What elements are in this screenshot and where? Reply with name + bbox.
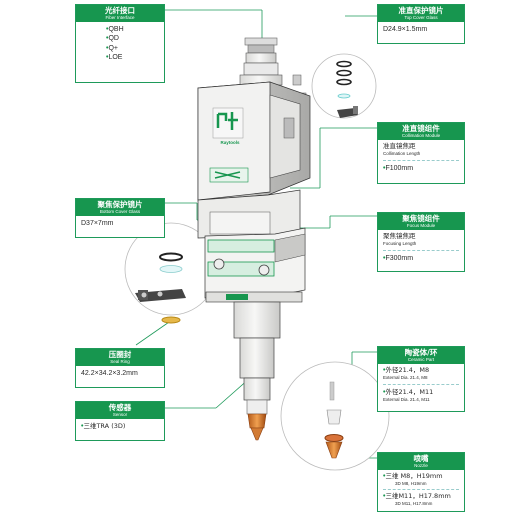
ceramic-part-box: 陶瓷体/环 Ceramic Part •外径21.4，M8 External D… [377, 346, 465, 412]
fiber-interface-subtitle: Fiber Interface [78, 16, 162, 21]
ceramic-part-title: 陶瓷体/环 [380, 349, 462, 357]
focusing-length-label: 聚焦镜焦距 [383, 232, 416, 240]
logo-text: Raytools [210, 140, 250, 145]
sensor-value: 三维TRA (3D) [83, 422, 125, 430]
cutting-head [198, 38, 310, 440]
collimation-length-label-en: Collimation Length [383, 151, 459, 156]
bottom-cover-glass-spec: D37×7mm [76, 216, 164, 231]
top-glass-callout-circle [312, 54, 376, 118]
collimation-module-title: 准直镜组件 [380, 125, 462, 133]
ceramic-part-item: •外径21.4，M11 External Dia. 21.4, M11 [383, 388, 459, 403]
sensor-box: 传感器 Sensor •三维TRA (3D) [75, 401, 165, 441]
bottom-cover-glass-title: 聚焦保护镜片 [78, 201, 162, 209]
nozzle-subtitle: Nozzle [380, 464, 462, 469]
focus-module-box: 聚焦镜组件 Focus Module 聚焦镜焦距 Focusing Length… [377, 212, 465, 272]
focus-module-title: 聚焦镜组件 [380, 215, 462, 223]
collimation-length-value: F100mm [385, 165, 413, 172]
sensor-subtitle: Sensor [78, 413, 162, 418]
bottom-cover-glass-box: 聚焦保护镜片 Bottom Cover Glass D37×7mm [75, 198, 165, 238]
fiber-interface-item: •QBH [106, 25, 159, 34]
collimation-length-label: 准直镜焦距 [383, 142, 416, 150]
fiber-interface-item: •Q+ [106, 44, 159, 53]
fiber-interface-item: •QD [106, 34, 159, 43]
sensor-title: 传感器 [78, 404, 162, 412]
focus-module-subtitle: Focus Module [380, 224, 462, 229]
nozzle-box: 喷嘴 Nozzle •三维 M8，H19mm 3D M8, H19mm •三维M… [377, 452, 465, 512]
collimation-module-box: 准直镜组件 Collimation Module 准直镜焦距 Collimati… [377, 122, 465, 184]
fiber-interface-header: 光纤接口 Fiber Interface [76, 5, 164, 22]
nozzle-item: •三维M11，H17.8mm 3D M11, H17.8mm [383, 492, 459, 507]
top-cover-glass-box: 准直保护镜片 Top Cover Glass D24.9×1.5mm [377, 4, 465, 44]
top-cover-glass-title: 准直保护镜片 [380, 7, 462, 15]
top-cover-glass-spec: D24.9×1.5mm [378, 22, 464, 37]
fiber-interface-box: 光纤接口 Fiber Interface •QBH •QD •Q+ •LOE [75, 4, 165, 83]
bottom-cover-glass-subtitle: Bottom Cover Glass [78, 210, 162, 215]
seal-ring-spec: 42.2×34.2×3.2mm [76, 366, 164, 381]
fiber-interface-title: 光纤接口 [78, 7, 162, 15]
collimation-module-subtitle: Collimation Module [380, 134, 462, 139]
ceramic-part-item: •外径21.4，M8 External Dia. 21.4, M8 [383, 366, 459, 381]
fiber-interface-item: •LOE [106, 53, 159, 62]
nozzle-item: •三维 M8，H19mm 3D M8, H19mm [383, 472, 459, 487]
seal-ring-subtitle: Seal Ring [78, 360, 162, 365]
fiber-interface-list: •QBH •QD •Q+ •LOE [76, 22, 164, 66]
nozzle-title: 喷嘴 [380, 455, 462, 463]
ceramic-part-subtitle: Ceramic Part [380, 358, 462, 363]
focusing-length-value: F300mm [385, 255, 413, 262]
top-cover-glass-subtitle: Top Cover Glass [380, 16, 462, 21]
seal-ring-title: 压圈封 [78, 351, 162, 359]
focusing-length-label-en: Focusing Length [383, 241, 459, 246]
seal-ring-box: 压圈封 Seal Ring 42.2×34.2×3.2mm [75, 348, 165, 388]
